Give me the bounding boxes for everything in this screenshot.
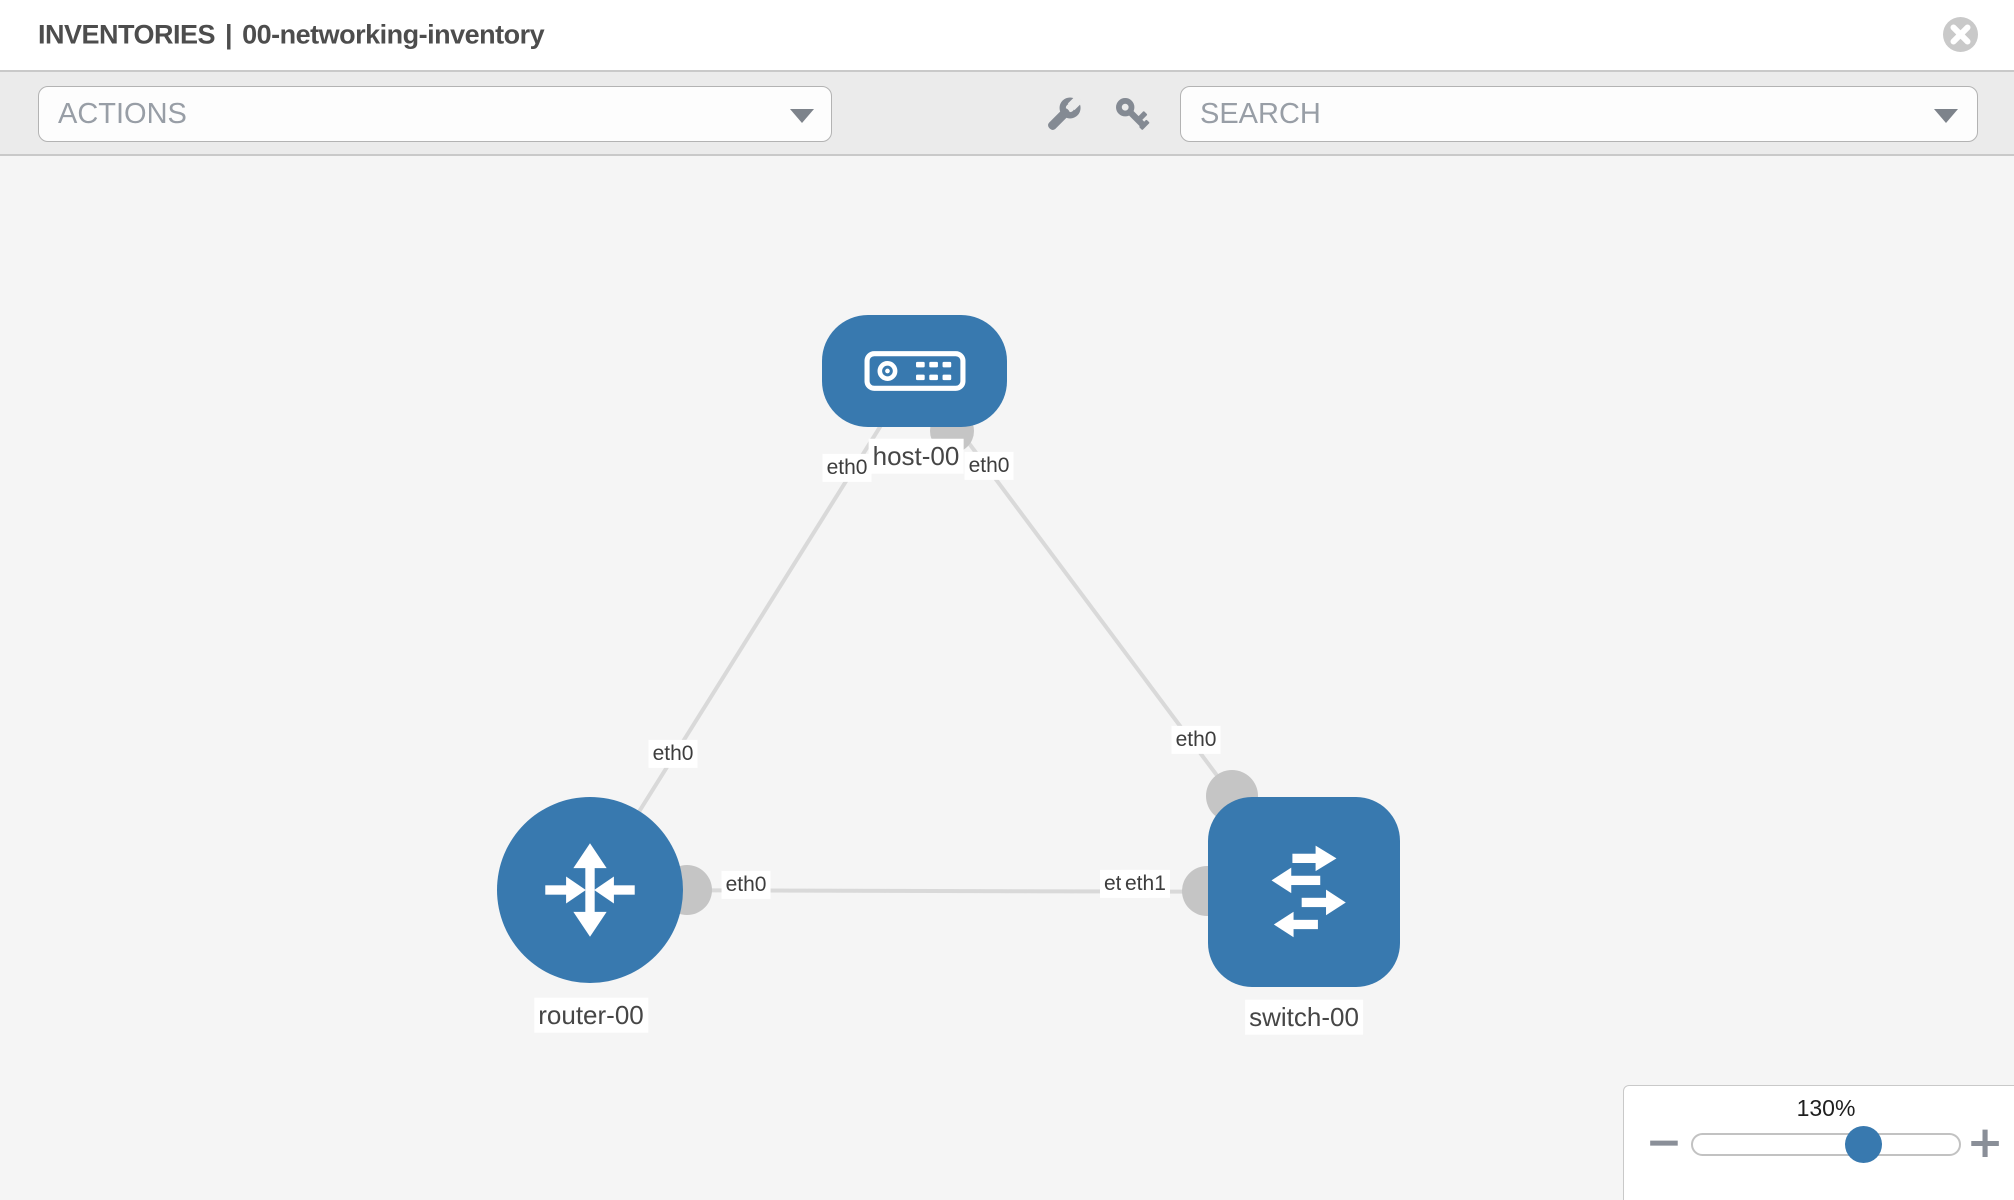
page-title: INVENTORIES | 00-networking-inventory	[38, 19, 545, 51]
node-label-switch: switch-00	[1245, 999, 1363, 1035]
chevron-down-icon	[1934, 109, 1958, 123]
zoom-widget: 130% − +	[1623, 1085, 2014, 1200]
node-switch-00[interactable]	[1208, 797, 1400, 987]
toolbar: ACTIONS SEARCH	[0, 72, 2014, 154]
breadcrumb-section: INVENTORIES	[38, 19, 216, 50]
zoom-level-value: 130%	[1796, 1095, 1856, 1121]
router-icon	[545, 843, 635, 937]
topology-links	[588, 369, 1306, 894]
node-label-host: host-00	[868, 438, 964, 474]
zoom-in-button[interactable]: +	[1966, 1117, 2004, 1168]
header-divider	[0, 70, 2014, 72]
node-router-00[interactable]	[497, 797, 683, 983]
wrench-icon	[1048, 95, 1083, 130]
interface-label: eth0	[648, 739, 698, 769]
tools-button[interactable]	[1039, 91, 1087, 139]
interface-label: eth0	[964, 451, 1014, 481]
host-icon	[864, 351, 965, 391]
zoom-out-button[interactable]: −	[1645, 1117, 1683, 1168]
toolbar-divider	[0, 154, 2014, 156]
chevron-down-icon	[790, 109, 814, 123]
actions-dropdown[interactable]: ACTIONS	[38, 86, 832, 142]
page-header: INVENTORIES | 00-networking-inventory	[0, 0, 2014, 70]
interface-label: eth0	[721, 870, 771, 900]
search-dropdown[interactable]: SEARCH	[1180, 86, 1978, 142]
key-icon	[1116, 98, 1150, 130]
breadcrumb-separator: |	[225, 19, 233, 50]
interface-label: eth0	[1171, 725, 1221, 755]
interface-label: eth1	[1121, 869, 1170, 899]
search-dropdown-label: SEARCH	[1200, 98, 1321, 130]
zoom-slider-handle[interactable]	[1845, 1126, 1882, 1163]
actions-dropdown-label: ACTIONS	[58, 98, 187, 130]
x-circle-icon	[1943, 17, 1978, 52]
inventory-name: 00-networking-inventory	[242, 19, 545, 50]
interface-label: eth0	[822, 453, 872, 483]
node-label-router: router-00	[534, 997, 648, 1033]
node-host-00[interactable]	[822, 315, 1007, 427]
switch-icon	[1271, 845, 1346, 938]
credentials-button[interactable]	[1109, 91, 1157, 139]
zoom-slider-track[interactable]	[1691, 1133, 1961, 1156]
topology-canvas[interactable]: eth0 eth0 eth0 eth0 eth0 eth0 eth1 host-…	[0, 156, 2014, 1200]
close-button[interactable]	[1942, 16, 1979, 53]
